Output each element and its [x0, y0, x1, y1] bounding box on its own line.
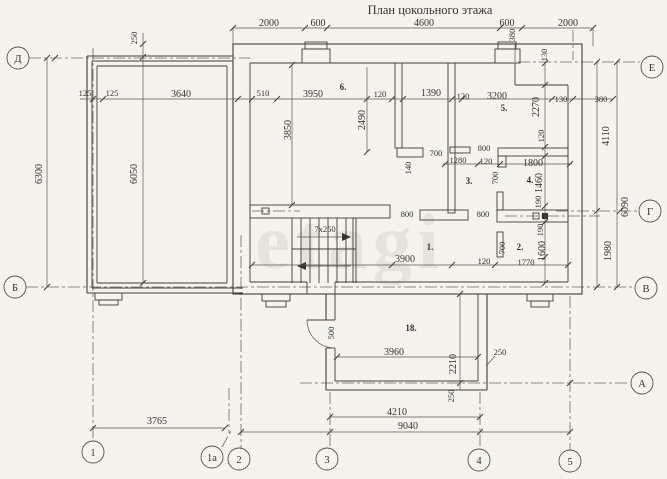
axis-bubble-5: 5 [567, 457, 572, 468]
axis-bubble-1: 1 [90, 448, 95, 459]
dim-6300: 6300 [34, 164, 45, 184]
room-label-5: 5. [501, 103, 508, 113]
room-labels: 6. 5. 3. 4. 1. 2. 18. [340, 82, 534, 333]
room-label-2: 2. [517, 242, 524, 252]
dim-9040: 9040 [398, 421, 418, 432]
dim-500-door: 500 [326, 327, 336, 340]
dim-380-v: 380 [507, 29, 517, 42]
dim-2490: 2490 [357, 110, 368, 130]
dim-120-d: 120 [478, 256, 491, 266]
porch-walls [306, 294, 488, 391]
watermark-text: etagi [255, 198, 445, 285]
room-label-3: 3. [466, 176, 473, 186]
dim-120-a: 120 [374, 89, 387, 99]
axis-bubble-4: 4 [476, 456, 482, 467]
dim-3200: 3200 [487, 91, 507, 102]
dim-700-b: 700 [497, 242, 507, 255]
axis-bubble-d: Д [14, 54, 21, 65]
dimension-lines [43, 24, 624, 436]
dim-2270: 2270 [531, 97, 542, 117]
dim-3960: 3960 [384, 347, 404, 358]
dim-top-2000-left: 2000 [259, 18, 279, 29]
dim-120-b: 120 [457, 91, 470, 101]
dim-190-a: 190 [533, 196, 543, 209]
axis-bubble-g: Г [647, 207, 653, 218]
dim-120-c: 120 [480, 156, 493, 166]
axis-bubble-3: 3 [324, 455, 329, 466]
dim-510: 510 [257, 88, 270, 98]
dim-800-right: 800 [477, 209, 490, 219]
dim-1390: 1390 [421, 88, 441, 99]
dim-2210: 2210 [448, 354, 459, 374]
dim-3900: 3900 [395, 254, 415, 265]
axis-bubble-e: Е [649, 63, 655, 74]
dim-3640: 3640 [171, 89, 191, 100]
dim-120-v: 120 [536, 130, 546, 143]
dimension-labels: 2000 600 4600 600 2000 125 125 3640 510 … [79, 18, 608, 432]
dim-1980: 1980 [603, 241, 614, 261]
axis-lines [26, 30, 640, 450]
dim-3765: 3765 [147, 416, 167, 427]
dim-4110: 4110 [601, 126, 612, 146]
room-label-4: 4. [527, 175, 534, 185]
dim-250-porch: 250 [494, 347, 507, 357]
dim-380-h: 380 [595, 94, 608, 104]
dim-190-b: 190 [535, 224, 545, 237]
dim-250-top: 250 [129, 32, 139, 45]
dim-top-4600: 4600 [414, 18, 434, 29]
dimension-labels-vertical: 250 6300 6050 3850 2490 140 380 130 2270… [34, 29, 631, 403]
dim-top-600-left: 600 [311, 18, 326, 29]
axis-bubble-1a: 1а [207, 453, 217, 464]
dim-4210: 4210 [387, 407, 407, 418]
axis-bubble-2: 2 [236, 455, 241, 466]
dim-125-b: 125 [106, 88, 119, 98]
dim-3950: 3950 [303, 89, 323, 100]
dim-1770: 1770 [518, 257, 535, 267]
dim-800-top: 800 [478, 143, 491, 153]
dim-800-left: 800 [401, 209, 414, 219]
stairs-label: 7x250 [314, 224, 335, 234]
room-label-6: 6. [340, 82, 347, 92]
dim-125-a: 125 [79, 88, 92, 98]
room-label-1: 1. [427, 242, 434, 252]
dim-140: 140 [403, 162, 413, 175]
main-building-walls [232, 41, 583, 308]
staircase [291, 218, 357, 283]
axis-bubble-b: Б [12, 283, 18, 294]
dim-6050: 6050 [129, 164, 140, 184]
dim-1600: 1600 [537, 241, 548, 261]
room-label-18: 18. [405, 323, 416, 333]
dim-700-hook: 700 [430, 148, 443, 158]
dim-1800: 1800 [523, 158, 543, 169]
dim-3850: 3850 [283, 120, 294, 140]
axis-bubble-a: А [638, 379, 646, 390]
dim-6090: 6090 [620, 197, 631, 217]
dim-top-600-right: 600 [500, 18, 515, 29]
axis-bubbles: Д Б Е Г В А 1 1а 2 3 4 5 [3, 46, 664, 473]
dim-130-h: 130 [555, 94, 568, 104]
dim-250-bottom: 250 [446, 390, 456, 403]
dim-700-a: 700 [490, 172, 500, 185]
dim-1280: 1280 [450, 155, 467, 165]
axis-bubble-v: В [642, 284, 649, 295]
dim-130-v: 130 [539, 49, 549, 62]
drawing-title: План цокольного этажа [368, 3, 493, 17]
dim-1460: 1460 [534, 173, 545, 193]
dim-top-2000-right: 2000 [558, 18, 578, 29]
